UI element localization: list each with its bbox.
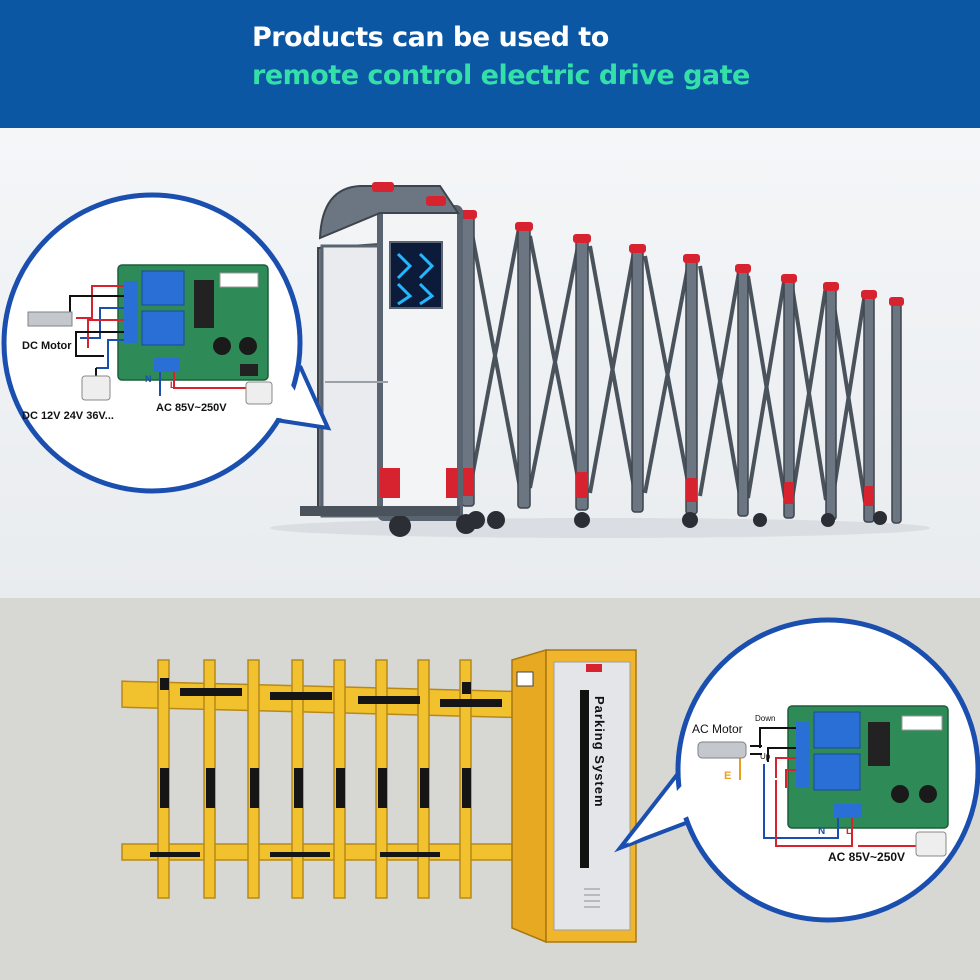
retractable-gate-scene: DC Motor DC 12V 24V 36V... AC 85V~250V N… [0,128,980,598]
parking-barrier-illustration [121,617,980,944]
barrier-fence [121,659,521,899]
retractable-gate-illustration [1,182,930,538]
barrier-down-label: Down [755,714,776,723]
gate-panels [459,210,904,529]
banner-title-line1: Products can be used to [252,22,609,53]
gate-head-unit [300,182,476,537]
barrier-n-label: N [818,826,826,837]
barrier-sign-text: Parking System [592,696,607,808]
banner-title-line2: remote control electric drive gate [252,60,750,91]
barrier-l-label: L [846,826,853,837]
barrier-up-label: Up [760,752,771,761]
gate-l-label: L [170,380,176,390]
gate-n-label: N [145,374,152,384]
barrier-motor-label: AC Motor [692,722,743,736]
header-banner: Products can be used to remote control e… [0,0,980,128]
barrier-cabinet [511,648,637,944]
gate-wiring-callout [1,192,332,494]
barrier-wiring-callout [614,617,980,923]
gate-voltage-label: DC 12V 24V 36V... [22,410,114,422]
gate-motor-label: DC Motor [22,340,72,352]
parking-barrier-scene: Parking System AC Motor Down Up E N L AC… [0,598,980,980]
barrier-ac-label: AC 85V~250V [828,850,906,864]
gate-ac-label: AC 85V~250V [156,402,227,414]
barrier-e-label: E [724,770,732,782]
